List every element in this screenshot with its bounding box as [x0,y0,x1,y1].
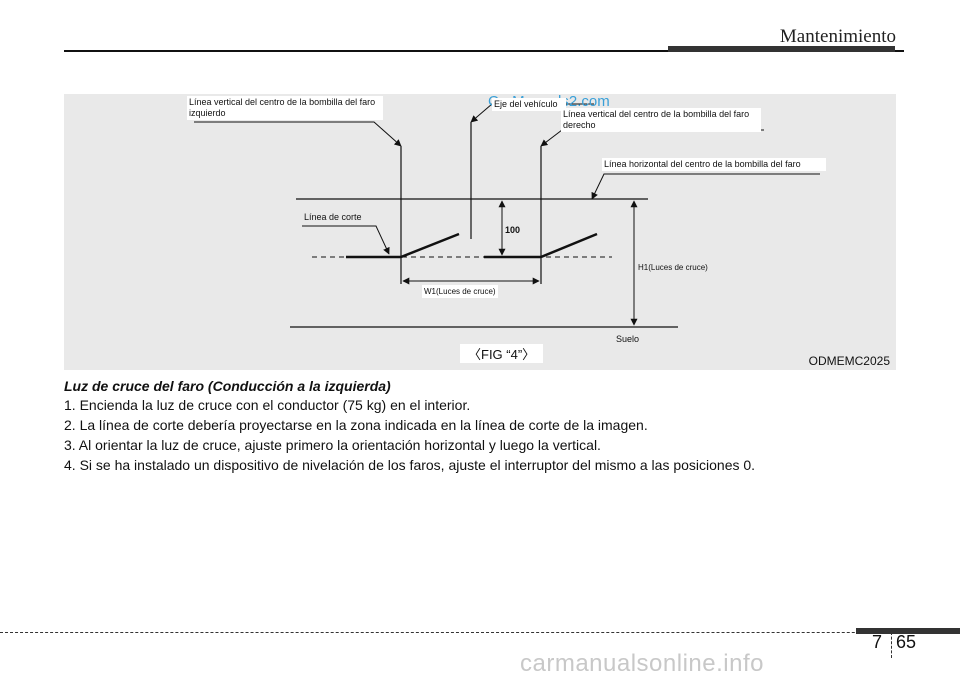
step-4: 4. Si se ha instalado un dispositivo de … [64,457,756,473]
label-left-vertical: Línea vertical del centro de la bombilla… [187,96,383,120]
headlight-diagram [194,103,820,328]
left-cutoff-beam [346,232,460,259]
step-3: 3. Al orientar la luz de cruce, ajuste p… [64,437,601,453]
label-cutoff: Línea de corte [304,212,362,222]
right-cutoff-beam [484,232,598,259]
label-right-vertical: Línea vertical del centro de la bombilla… [561,108,761,132]
leader-cutoff [302,225,390,255]
section-title: Luz de cruce del faro (Conducción a la i… [64,378,391,394]
leader-right-vertical [540,129,764,147]
label-w1: W1(Luces de cruce) [422,285,498,298]
chapter-number: 7 [872,632,883,652]
header-accent-bar [668,46,895,52]
headlight-aiming-figure: CarManuals2.com Línea vertical del centr… [64,93,896,370]
label-dimension-100: 100 [505,225,521,235]
leader-left-vertical [194,121,402,147]
leader-horizontal [591,173,820,200]
page-number-divider [891,632,892,658]
page-number: 65 [896,632,917,652]
figure-code: ODMEMC2025 [808,354,890,368]
label-axis: Eje del vehículo [492,98,566,111]
label-h1: H1(Luces de cruce) [638,263,708,272]
step-1: 1. Encienda la luz de cruce con el condu… [64,397,471,413]
instructions-section: Luz de cruce del faro (Conducción a la i… [64,378,904,477]
footer-accent-bar [856,628,960,634]
label-horizontal: Línea horizontal del centro de la bombil… [602,158,826,171]
footer-rule [0,632,960,633]
site-watermark: carmanualsonline.info [520,650,764,677]
header-rule [64,50,904,52]
label-ground: Suelo [616,334,640,344]
step-2: 2. La línea de corte debería proyectarse… [64,417,648,433]
figure-caption: 〈FIG “4”〉 [460,344,544,363]
page-header-title: Mantenimiento [779,26,896,47]
